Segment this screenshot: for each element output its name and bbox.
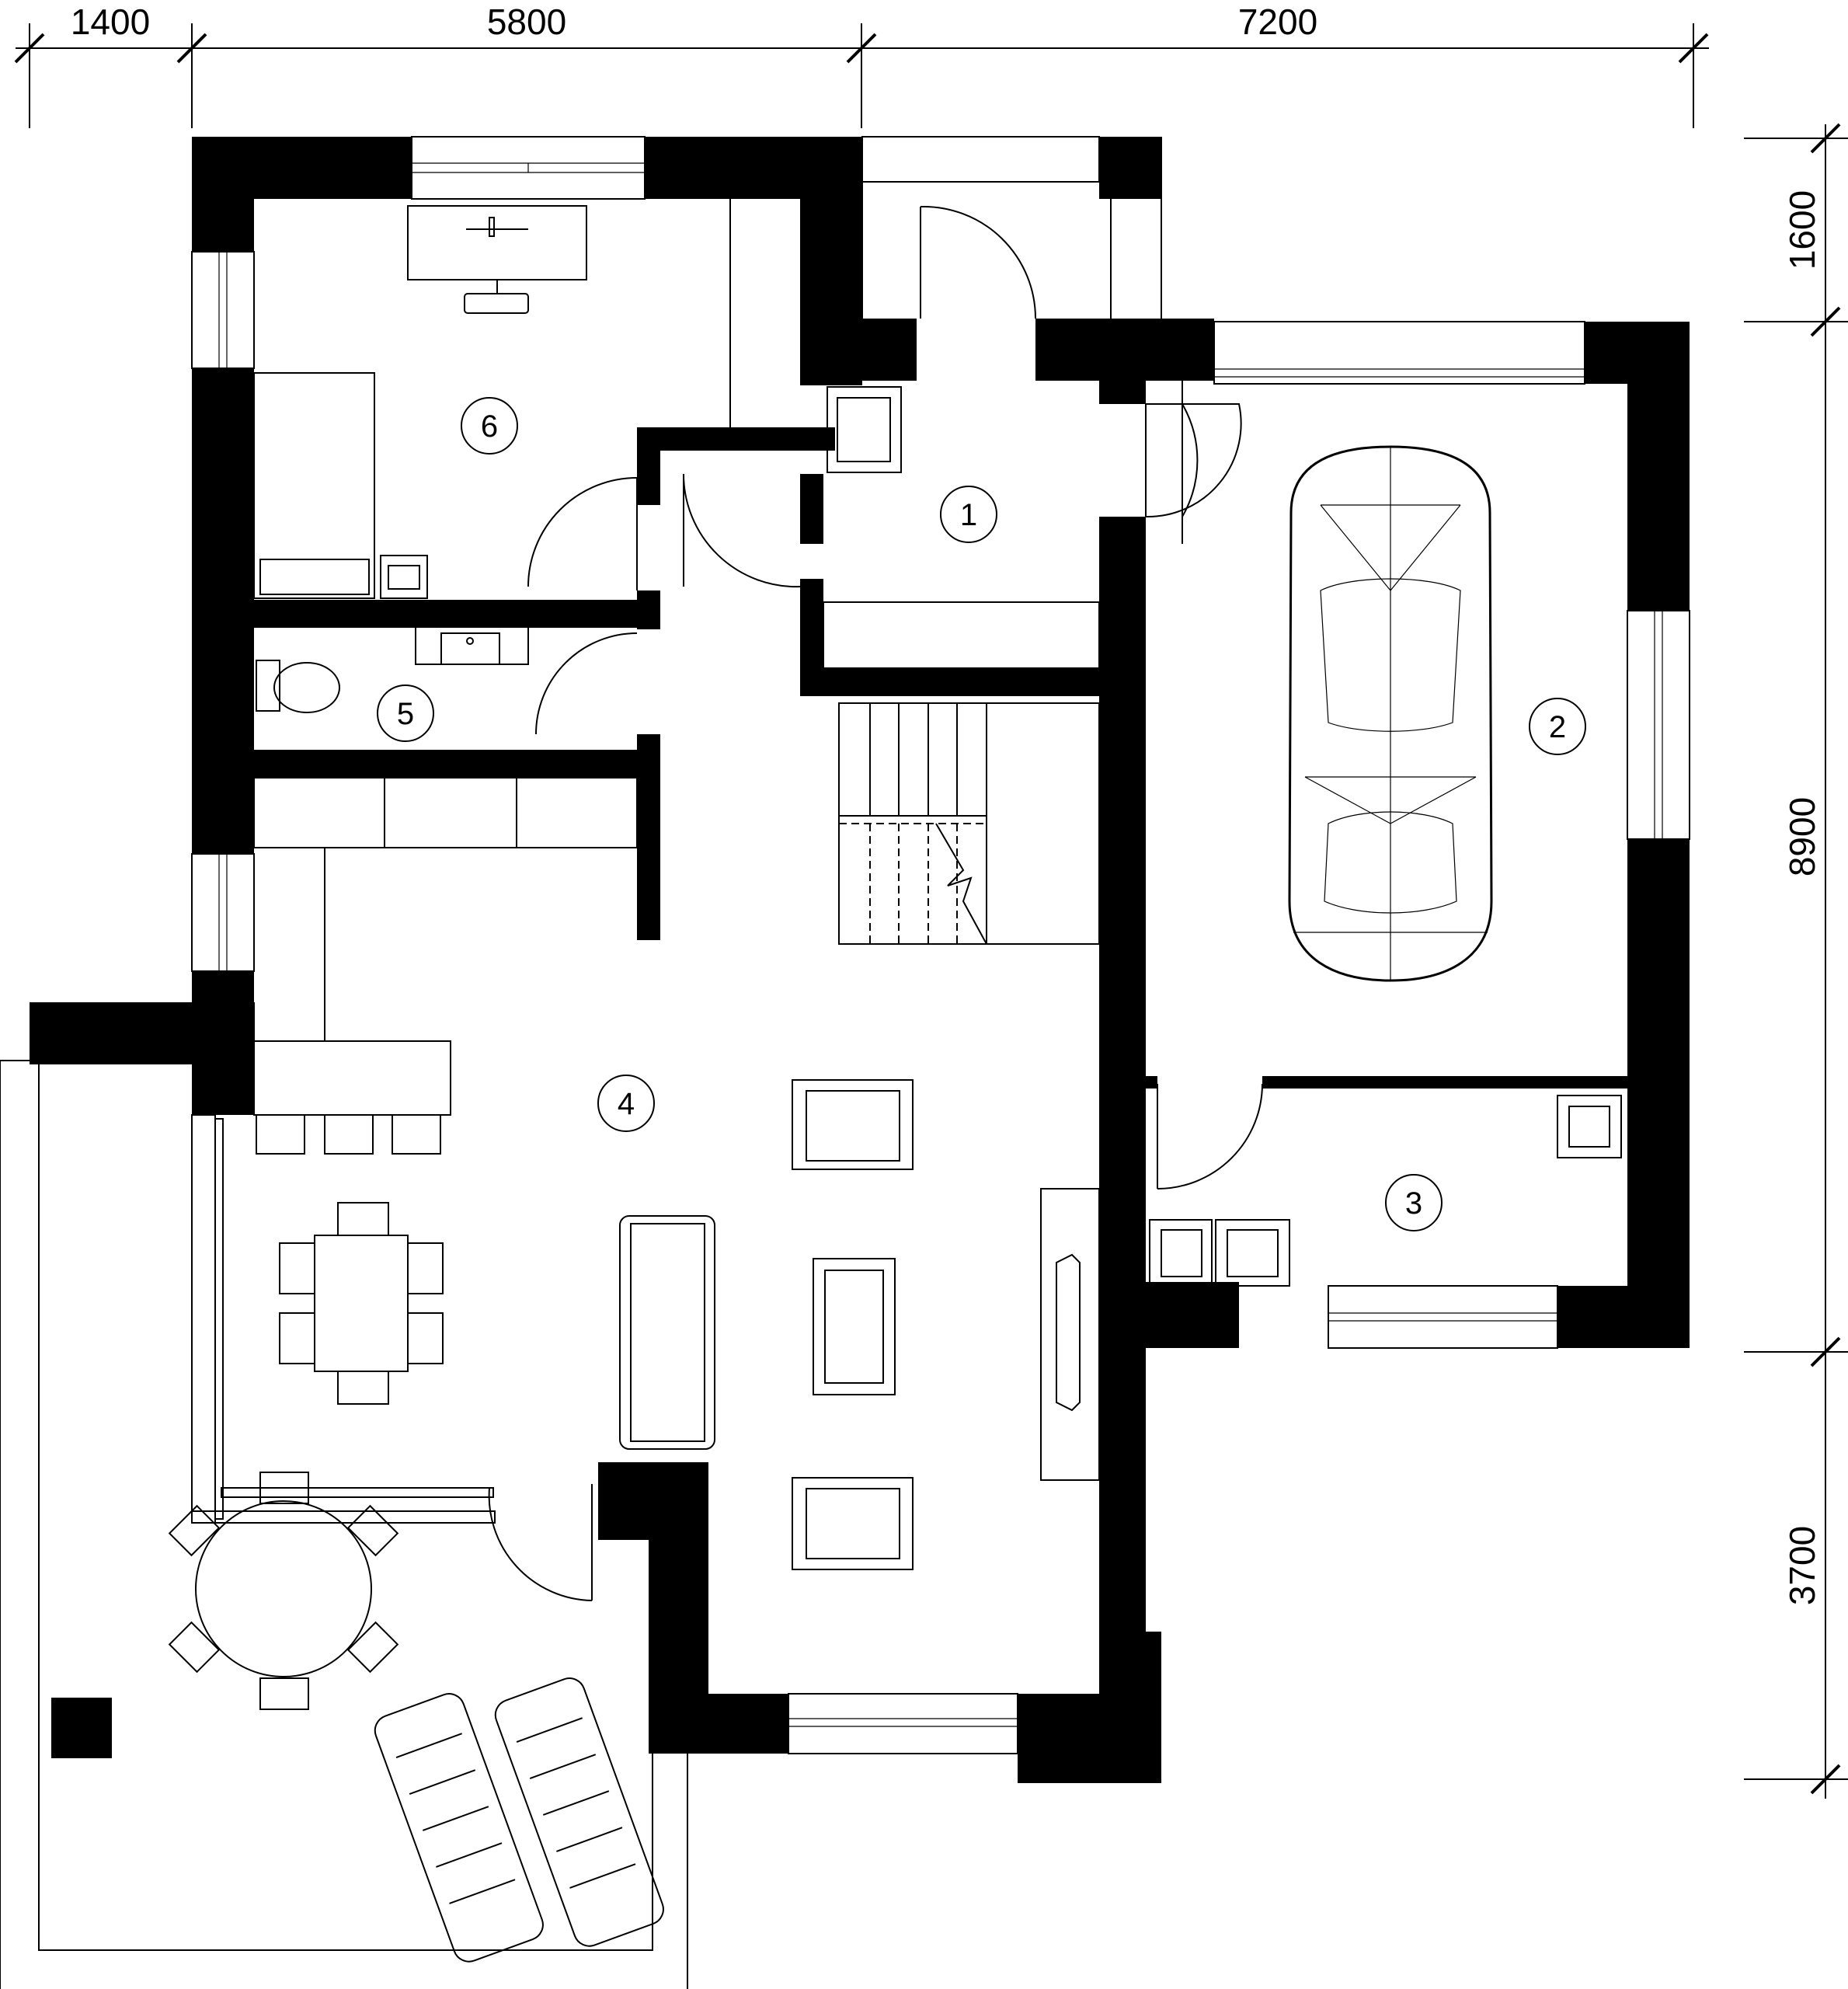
room-6-marker — [461, 397, 518, 455]
furniture — [168, 199, 1622, 1963]
dim-right-1: 1600 — [1782, 190, 1822, 270]
dim-top-3: 7200 — [1238, 2, 1317, 42]
car-icon — [1288, 445, 1493, 982]
room-3-label: 3 — [1405, 1186, 1422, 1221]
room-4-marker — [597, 1075, 655, 1132]
terrace — [0, 1060, 688, 1989]
room-6-label: 6 — [481, 409, 498, 444]
doors — [488, 205, 1263, 1601]
dim-top-1: 1400 — [71, 2, 150, 42]
walls — [30, 137, 1690, 1783]
room-5-label: 5 — [397, 697, 414, 731]
dim-right-3: 3700 — [1782, 1526, 1822, 1605]
room-2-label: 2 — [1549, 710, 1566, 744]
room-1-marker — [940, 486, 997, 543]
room-labels: 1 2 3 4 5 6 — [377, 397, 1586, 1231]
windows — [191, 136, 1690, 1754]
room-3-marker — [1385, 1174, 1443, 1231]
dim-top-2: 5800 — [487, 2, 566, 42]
room-1-label: 1 — [960, 498, 977, 532]
staircase — [838, 702, 1100, 945]
room-2-marker — [1529, 698, 1586, 755]
room-4-label: 4 — [618, 1087, 635, 1121]
room-5-marker — [377, 684, 434, 742]
dim-right-2: 8900 — [1782, 797, 1822, 876]
dimension-lines: 1400 5800 7200 1600 8900 3700 — [14, 2, 1848, 1799]
